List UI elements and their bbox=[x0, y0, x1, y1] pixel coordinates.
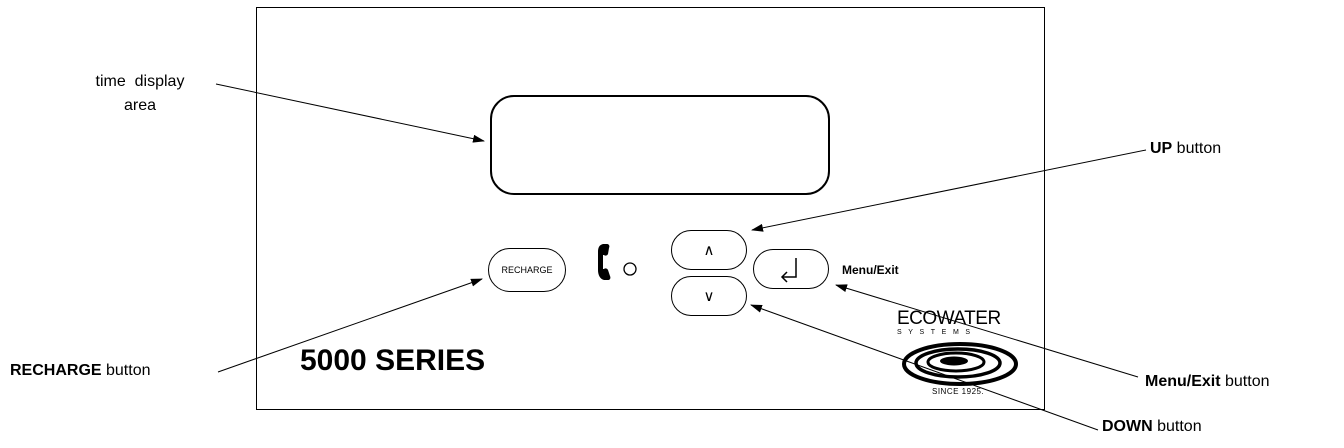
down-callout-rest: button bbox=[1152, 418, 1202, 435]
indicator-light-icon bbox=[623, 262, 637, 276]
up-arrow-icon: ∧ bbox=[703, 242, 715, 259]
down-callout-bold: DOWN bbox=[1102, 418, 1153, 435]
brand-since: SINCE 1925. bbox=[932, 387, 985, 396]
recharge-leader bbox=[217, 278, 483, 373]
menuexit-leader bbox=[835, 284, 1139, 378]
brand-name: ECOWATER bbox=[897, 308, 1001, 329]
menu-exit-callout-bold: Menu/Exit bbox=[1145, 373, 1221, 390]
down-button[interactable]: ∨ bbox=[671, 276, 747, 316]
swirl-logo-icon bbox=[902, 342, 1018, 386]
recharge-button[interactable]: RECHARGE bbox=[488, 248, 566, 292]
time-display-callout-line1: time display bbox=[95, 73, 185, 90]
up-button[interactable]: ∧ bbox=[671, 230, 747, 270]
menu-exit-callout: Menu/Exit button bbox=[1145, 373, 1270, 391]
up-callout-bold: UP bbox=[1150, 140, 1173, 157]
time-display-callout: time display area bbox=[60, 70, 220, 118]
menu-exit-callout-rest: button bbox=[1220, 373, 1270, 390]
recharge-callout: RECHARGE button bbox=[10, 362, 151, 380]
up-leader bbox=[751, 149, 1147, 232]
enter-arrow-icon bbox=[780, 258, 797, 283]
menu-exit-button[interactable] bbox=[753, 249, 829, 289]
series-title: 5000 SERIES bbox=[300, 344, 486, 377]
time-display-leader bbox=[215, 83, 485, 143]
menu-exit-label: Menu/Exit bbox=[842, 263, 899, 277]
time-display bbox=[490, 95, 830, 195]
brand-sub: SYSTEMS bbox=[897, 329, 977, 336]
control-panel bbox=[256, 7, 1045, 410]
up-callout: UP button bbox=[1150, 140, 1221, 158]
phone-icon bbox=[598, 244, 611, 280]
time-display-callout-line2: area bbox=[123, 97, 157, 114]
down-arrow-icon: ∨ bbox=[703, 288, 715, 305]
recharge-button-label: RECHARGE bbox=[501, 265, 553, 275]
up-callout-rest: button bbox=[1172, 140, 1222, 157]
recharge-callout-bold: RECHARGE bbox=[10, 362, 102, 379]
recharge-callout-rest: button bbox=[101, 362, 151, 379]
down-callout: DOWN button bbox=[1102, 418, 1202, 436]
